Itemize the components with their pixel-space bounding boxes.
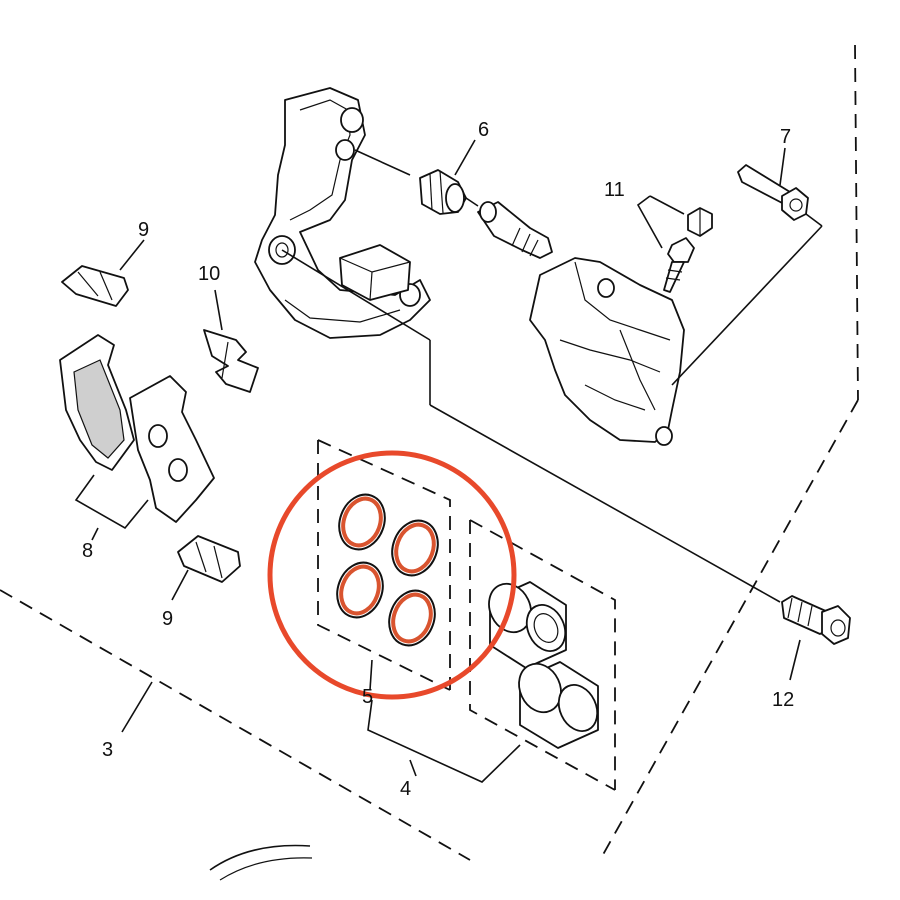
piston <box>518 661 599 749</box>
brake-disc-edge <box>209 844 311 871</box>
callout-7: 7 <box>780 126 791 148</box>
callout-9-top: 9 <box>138 219 149 241</box>
part-6-rubber-boot <box>419 169 467 215</box>
callout-9-bottom: 9 <box>162 608 173 630</box>
seal-kit-box-dashed <box>317 439 451 691</box>
part-9-pad-clip-top <box>61 265 129 307</box>
callout-8: 8 <box>82 540 93 562</box>
caliper-bracket <box>254 87 431 339</box>
caliper-body <box>529 257 685 446</box>
part-7-caliper-bolt <box>737 164 809 221</box>
part-8-brake-pads <box>59 334 215 523</box>
seal-ring <box>388 589 436 647</box>
callout-11: 11 <box>604 179 625 201</box>
seal-ring <box>336 561 384 619</box>
part-9-pad-clip-bottom <box>177 535 241 583</box>
highlight-circle <box>267 450 517 700</box>
callout-6: 6 <box>478 119 489 141</box>
seal-rings <box>336 493 439 647</box>
leader-lines <box>74 139 823 783</box>
callout-5: 5 <box>362 686 373 708</box>
piston <box>488 581 567 669</box>
slide-pin <box>477 201 553 259</box>
brake-disc-edge-inner <box>219 857 313 881</box>
callout-4: 4 <box>400 778 411 800</box>
assembly-boundary-dashed <box>0 44 859 861</box>
part-12-mounting-bolt <box>781 595 851 645</box>
pistons <box>488 581 599 749</box>
seal-ring <box>338 493 386 551</box>
callout-3: 3 <box>102 739 113 761</box>
part-10-pad-spring <box>203 329 259 393</box>
callout-10: 10 <box>198 263 220 285</box>
callout-12: 12 <box>772 689 794 711</box>
part-11-bleeder-screw-and-cap <box>663 207 713 293</box>
piston-kit-box-dashed <box>469 519 616 791</box>
seal-ring <box>391 519 439 577</box>
